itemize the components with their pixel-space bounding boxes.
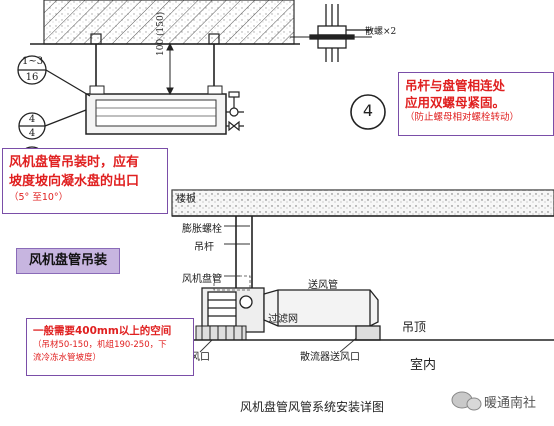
note-space-line2: （吊材50-150，机组190-250，下: [33, 340, 167, 350]
filter-label: 过滤网: [268, 314, 298, 325]
bolt-detail: [290, 4, 372, 62]
hanger-rods: [95, 44, 215, 96]
filter-grille: [195, 325, 247, 341]
detail-circle-number: 4: [362, 101, 374, 120]
hanger-rod-bottom: [235, 216, 253, 290]
watermark-icon: [451, 391, 482, 411]
fcu-label: 风机盘管: [182, 274, 222, 285]
section-marker-2: [18, 109, 87, 140]
note-space-line3: 流冷冻水管坡度）: [33, 353, 102, 363]
floor-label: 楼板: [176, 194, 196, 205]
note-slope-line2: 坡度坡向凝水盘的出口: [9, 174, 140, 189]
ceiling-label: 吊顶: [402, 320, 427, 334]
section-marker-1: [17, 55, 91, 97]
section-label: 风机盘管吊装: [16, 248, 120, 274]
valve-icon: [226, 91, 244, 132]
marker-a-top: 4: [28, 114, 36, 125]
diffuser-label: 散流器送风口: [300, 352, 360, 363]
indoor-label: 室内: [410, 358, 437, 373]
supply-duct: [263, 289, 381, 341]
supply-duct-label: 送风管: [308, 280, 338, 291]
section-top-label: 1~3: [22, 56, 44, 67]
top-slab-section: [30, 0, 300, 45]
note-double-nut-line2: 应用双螺母紧固。: [405, 95, 506, 110]
detail-circle: [350, 94, 386, 130]
bolt-label: 膨胀螺栓: [182, 224, 222, 235]
note-slope: 风机盘管吊装时，应有 坡度坡向凝水盘的出口 （5° 至10°）: [2, 148, 168, 214]
fan-coil-unit-top: [85, 85, 227, 135]
floor-slab: [171, 189, 554, 217]
return-outlet-label: 回风口: [180, 352, 210, 363]
diagram-caption: 风机盘管风管系统安装详图: [240, 400, 385, 414]
dimension-label: 100 (150): [156, 11, 166, 56]
note-space-line1: 一般需要400mm以上的空间: [33, 325, 172, 337]
fan-coil-unit: [201, 287, 265, 333]
nut-label: 散螺×2: [365, 27, 397, 37]
note-space: 一般需要400mm以上的空间 （吊材50-150，机组190-250，下 流冷冻…: [26, 318, 194, 376]
section-bottom-label: 16: [25, 72, 39, 83]
marker-a-bottom: 4: [28, 128, 36, 139]
dimension-line: [166, 42, 174, 96]
watermark-text: 暖通南社: [484, 396, 537, 411]
note-double-nut-line3: （防止螺母相对螺栓转动）: [405, 112, 520, 123]
rod-label: 吊杆: [194, 242, 214, 253]
note-slope-line3: （5° 至10°）: [9, 192, 69, 203]
note-double-nut: 吊杆与盘管相连处 应用双螺母紧固。 （防止螺母相对螺栓转动）: [398, 72, 554, 136]
note-slope-line1: 风机盘管吊装时，应有: [9, 155, 140, 170]
note-double-nut-line1: 吊杆与盘管相连处: [405, 78, 506, 93]
